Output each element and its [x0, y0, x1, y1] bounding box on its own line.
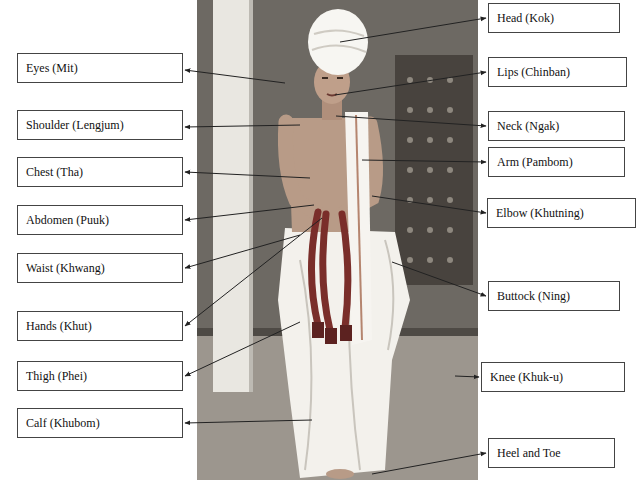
foot [326, 469, 354, 479]
garland-tassel [312, 322, 324, 338]
photo-wall [197, 0, 478, 480]
leader-line [185, 420, 312, 423]
lattice-hole [447, 227, 453, 233]
label-box: Shoulder (Lengjum) [17, 110, 183, 140]
pillar-shade [249, 0, 253, 392]
lattice-hole [427, 167, 433, 173]
lattice-hole [407, 137, 413, 143]
dhoti [278, 228, 410, 478]
lattice-hole [407, 77, 413, 83]
label-box: Head (Kok) [488, 3, 620, 33]
lattice-hole [447, 197, 453, 203]
leader-line [340, 18, 486, 42]
leader-line [362, 160, 486, 162]
label-box: Chest (Tha) [17, 157, 183, 187]
leader-line [185, 125, 300, 127]
label-box: Thigh (Phei) [17, 361, 183, 391]
lattice-hole [427, 107, 433, 113]
label-box: Abdomen (Puuk) [17, 205, 183, 235]
eyes [322, 77, 343, 79]
leader-line [185, 235, 300, 268]
lattice-hole [427, 257, 433, 263]
left-arm [285, 122, 318, 214]
turban-folds [312, 30, 366, 52]
lattice-hole [427, 227, 433, 233]
label-box: Buttock (Ning) [488, 281, 620, 311]
label-box: Calf (Khubom) [17, 408, 183, 438]
lattice-hole [407, 107, 413, 113]
label-box: Knee (Khuk-u) [481, 362, 625, 392]
part-name: Waist (Khwang) [26, 261, 105, 275]
pillar [213, 0, 253, 392]
turban [308, 9, 368, 75]
part-name: Hands (Khut) [26, 319, 92, 333]
garland [312, 212, 348, 330]
leader-line [185, 172, 310, 178]
label-box: Eyes (Mit) [17, 53, 183, 83]
garland-tassel [325, 328, 337, 344]
leader-line [185, 322, 300, 376]
part-name: Arm (Pambom) [497, 155, 573, 169]
leader-line [336, 116, 486, 126]
lattice-window [395, 55, 473, 285]
label-box: Neck (Ngak) [488, 111, 625, 141]
part-name: Heel and Toe [497, 446, 561, 460]
part-name: Knee (Khuk-u) [490, 370, 563, 384]
lattice-hole [427, 137, 433, 143]
lattice-hole [427, 197, 433, 203]
label-box: Arm (Pambom) [488, 147, 625, 177]
leader-line [335, 72, 486, 95]
lattice-hole [447, 167, 453, 173]
shawl-stripe [356, 115, 362, 340]
part-name: Head (Kok) [497, 11, 554, 25]
leader-lines [185, 18, 486, 474]
label-box: Lips (Chinban) [488, 57, 627, 87]
leader-line [185, 70, 285, 83]
part-name: Shoulder (Lengjum) [26, 118, 124, 132]
garland-tassel [340, 325, 352, 341]
part-name: Eyes (Mit) [26, 61, 78, 75]
part-name: Abdomen (Puuk) [26, 213, 109, 227]
leader-line [455, 376, 479, 377]
label-box: Elbow (Khutning) [487, 198, 636, 228]
label-box: Heel and Toe [488, 438, 615, 468]
lattice-hole [447, 257, 453, 263]
leader-line [185, 218, 322, 326]
part-name: Elbow (Khutning) [496, 206, 584, 220]
leader-line [185, 205, 314, 220]
leader-line [392, 262, 486, 296]
label-box: Waist (Khwang) [17, 253, 183, 283]
leader-line [372, 453, 486, 474]
part-name: Buttock (Ning) [497, 289, 570, 303]
part-name: Neck (Ngak) [497, 119, 559, 133]
lattice-hole [447, 137, 453, 143]
lattice-hole [407, 257, 413, 263]
part-name: Lips (Chinban) [497, 65, 570, 79]
part-name: Thigh (Phei) [26, 369, 87, 383]
part-name: Chest (Tha) [26, 165, 83, 179]
lattice-hole [407, 227, 413, 233]
part-name: Calf (Khubom) [26, 416, 100, 430]
lattice-hole [407, 167, 413, 173]
leader-line [372, 196, 486, 213]
lattice-hole [447, 107, 453, 113]
lattice-holes [407, 77, 453, 263]
label-box: Hands (Khut) [17, 311, 183, 341]
